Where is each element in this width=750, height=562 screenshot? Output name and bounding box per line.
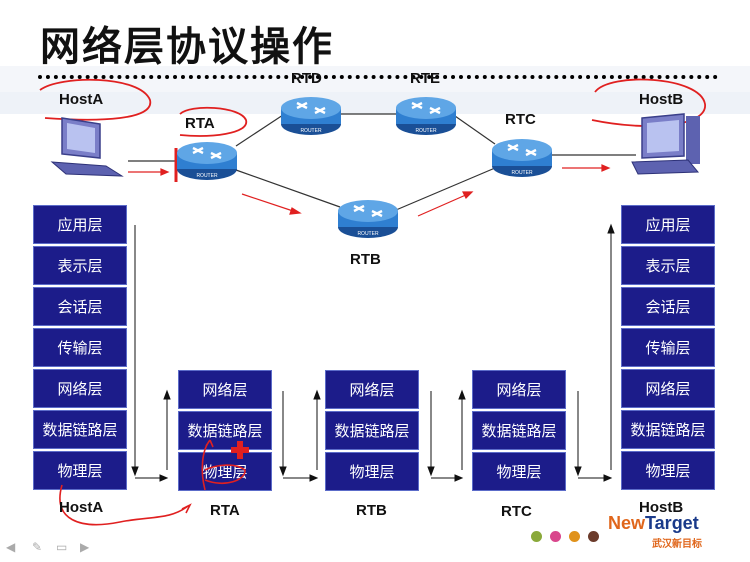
router-caption: ROUTER xyxy=(511,170,533,176)
hostb-protocol-stack: 应用层 表示层 会话层 传输层 网络层 数据链路层 物理层 xyxy=(621,205,715,492)
circle-rta xyxy=(179,106,247,137)
slide-title: 网络层协议操作 xyxy=(40,24,334,70)
layer-network: 网络层 xyxy=(621,369,715,408)
layer-datalink: 数据链路层 xyxy=(325,411,419,450)
router-caption: ROUTER xyxy=(300,128,322,134)
layer-datalink: 数据链路层 xyxy=(33,410,127,449)
layer-physical: 物理层 xyxy=(472,452,566,491)
link-rte-rtc xyxy=(454,115,496,145)
flow-arrowhead-4 xyxy=(601,164,611,172)
flow-arrow-2 xyxy=(241,193,297,213)
bottom-label-rtc: RTC xyxy=(501,503,532,520)
label-hostb: HostB xyxy=(639,91,684,108)
flow-arrowhead-1 xyxy=(160,168,170,176)
rtc-protocol-stack: 网络层 数据链路层 物理层 xyxy=(472,370,566,493)
layer-network: 网络层 xyxy=(325,370,419,409)
logo-dot-orange xyxy=(569,531,580,542)
label-rte: RTE xyxy=(410,70,440,87)
logo-dot-brown xyxy=(588,531,599,542)
router-caption: ROUTER xyxy=(196,173,218,179)
layer-presentation: 表示层 xyxy=(33,246,127,285)
logo-dot-green xyxy=(531,531,542,542)
prev-slide-icon[interactable]: ◀ xyxy=(6,540,16,554)
dotted-divider xyxy=(38,75,718,79)
layer-application: 应用层 xyxy=(33,205,127,244)
layer-network: 网络层 xyxy=(178,370,272,409)
computer-icon xyxy=(50,117,124,177)
logo-subtitle: 武汉新目标 xyxy=(652,539,702,550)
link-rta-rtb xyxy=(235,169,341,208)
layer-presentation: 表示层 xyxy=(621,246,715,285)
layer-physical: 物理层 xyxy=(178,452,272,491)
bottom-label-hostb: HostB xyxy=(639,499,684,516)
router-caption: ROUTER xyxy=(357,231,379,237)
rta-protocol-stack: 网络层 数据链路层 物理层 xyxy=(178,370,272,493)
hosta-protocol-stack: 应用层 表示层 会话层 传输层 网络层 数据链路层 物理层 xyxy=(33,205,127,492)
header-band xyxy=(0,66,750,92)
layer-transport: 传输层 xyxy=(33,328,127,367)
link-rtb-rtc xyxy=(395,167,496,211)
bottom-label-hosta: HostA xyxy=(59,499,104,516)
layer-network: 网络层 xyxy=(33,369,127,408)
header-band-lower xyxy=(0,92,750,114)
label-rtb: RTB xyxy=(350,251,381,268)
circle-hosta xyxy=(39,78,151,121)
layer-session: 会话层 xyxy=(33,287,127,326)
bottom-label-rta: RTA xyxy=(210,502,240,519)
logo-brand: Target xyxy=(645,513,699,533)
layer-datalink: 数据链路层 xyxy=(472,411,566,450)
layer-network: 网络层 xyxy=(472,370,566,409)
flow-arrowhead-3 xyxy=(462,191,474,200)
label-rta: RTA xyxy=(185,115,215,132)
layer-session: 会话层 xyxy=(621,287,715,326)
flow-arrow-3 xyxy=(417,193,469,217)
layer-datalink: 数据链路层 xyxy=(621,410,715,449)
flow-arrowhead-2 xyxy=(289,207,302,215)
rtb-protocol-stack: 网络层 数据链路层 物理层 xyxy=(325,370,419,493)
bottom-label-rtb: RTB xyxy=(356,502,387,519)
layer-application: 应用层 xyxy=(621,205,715,244)
layer-physical: 物理层 xyxy=(33,451,127,490)
router-caption: ROUTER xyxy=(415,128,437,134)
logo-prefix: New xyxy=(608,513,646,533)
menu-icon[interactable]: ▭ xyxy=(56,540,68,554)
logo-dot-pink xyxy=(550,531,561,542)
computer-icon xyxy=(631,113,700,175)
label-hosta: HostA xyxy=(59,91,104,108)
pen-icon[interactable]: ✎ xyxy=(32,540,43,554)
layer-datalink: 数据链路层 xyxy=(178,411,272,450)
router-icon: ROUTER xyxy=(177,142,237,180)
layer-transport: 传输层 xyxy=(621,328,715,367)
router-icon: ROUTER xyxy=(492,139,552,177)
layer-physical: 物理层 xyxy=(621,451,715,490)
router-icon: ROUTER xyxy=(338,200,398,238)
router-icon: ROUTER xyxy=(396,97,456,135)
label-rtc: RTC xyxy=(505,111,536,128)
link-rta-rtd xyxy=(235,114,284,147)
router-icon: ROUTER xyxy=(281,97,341,135)
brand-logo: NewTarget xyxy=(608,513,699,534)
next-slide-icon[interactable]: ▶ xyxy=(80,540,90,554)
label-rtd: RTD xyxy=(291,70,322,87)
layer-physical: 物理层 xyxy=(325,452,419,491)
